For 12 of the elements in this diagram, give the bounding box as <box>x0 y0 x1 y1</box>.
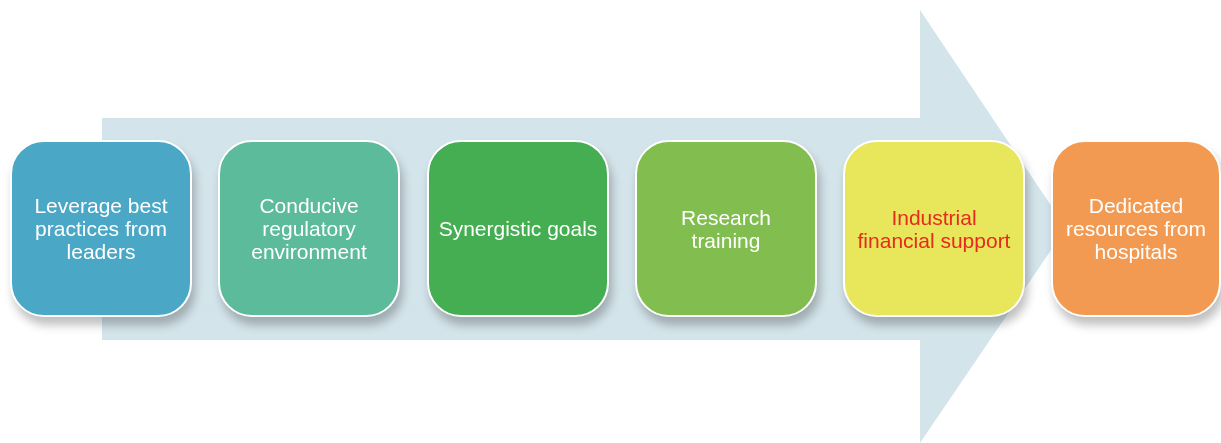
step-box <box>427 140 609 317</box>
step-box <box>635 140 817 317</box>
step-box <box>10 140 192 317</box>
step-label: Leverage best practices from leaders <box>34 194 168 263</box>
step-box <box>843 140 1025 317</box>
step-label: Industrial financial support <box>856 205 1012 252</box>
step-label: Conducive regulatory environment <box>250 194 368 263</box>
step-label: Dedicated resources from hospitals <box>1064 194 1207 263</box>
step-label: Synergistic goals <box>438 217 598 240</box>
step-box <box>1051 140 1221 317</box>
step-label: Research training <box>680 205 772 252</box>
step-box <box>218 140 400 317</box>
